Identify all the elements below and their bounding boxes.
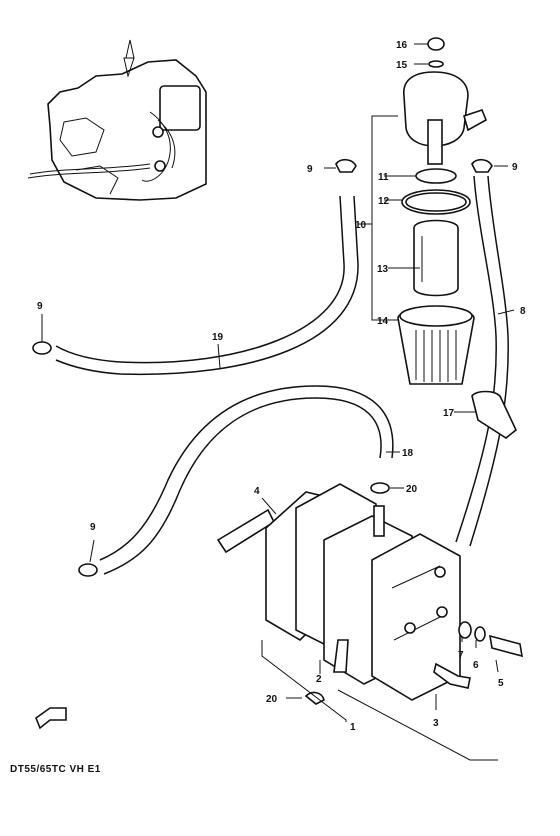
fuel-filter-assembly <box>397 37 488 385</box>
callout-19: 19 <box>212 332 224 343</box>
callout-16: 16 <box>396 40 408 51</box>
callout-20-top: 20 <box>406 484 418 495</box>
callout-3: 3 <box>433 718 439 729</box>
callout-1: 1 <box>350 722 356 733</box>
fuel-hoses <box>55 175 509 575</box>
forward-arrow-icon <box>35 707 67 730</box>
leader-lines <box>41 43 515 761</box>
callout-9-left: 9 <box>37 301 43 312</box>
callout-14: 14 <box>377 316 389 327</box>
callout-12: 12 <box>378 196 390 207</box>
callout-17: 17 <box>443 408 455 419</box>
callout-5: 5 <box>498 678 504 689</box>
fasteners <box>433 621 523 689</box>
engine-overview-illustration <box>27 39 207 201</box>
callout-9-right: 9 <box>512 162 518 173</box>
model-caption: DT55/65TC VH E1 <box>10 764 101 775</box>
hose-clips <box>32 158 517 705</box>
callout-6: 6 <box>473 660 479 671</box>
callout-9-top: 9 <box>307 164 313 175</box>
callout-7: 7 <box>458 650 464 661</box>
fuel-pump-assembly <box>216 483 461 701</box>
callout-9-bottom: 9 <box>90 522 96 533</box>
callout-18: 18 <box>402 448 414 459</box>
callout-20-bottom: 20 <box>266 694 278 705</box>
callout-4: 4 <box>254 486 260 497</box>
callout-15: 15 <box>396 60 408 71</box>
callout-2: 2 <box>316 674 322 685</box>
callout-13: 13 <box>377 264 389 275</box>
callout-labels: 1 2 3 4 5 6 7 8 9 9 9 9 10 11 12 13 14 1… <box>37 40 526 733</box>
callout-10: 10 <box>355 220 367 231</box>
callout-11: 11 <box>378 172 389 183</box>
callout-8: 8 <box>520 306 526 317</box>
